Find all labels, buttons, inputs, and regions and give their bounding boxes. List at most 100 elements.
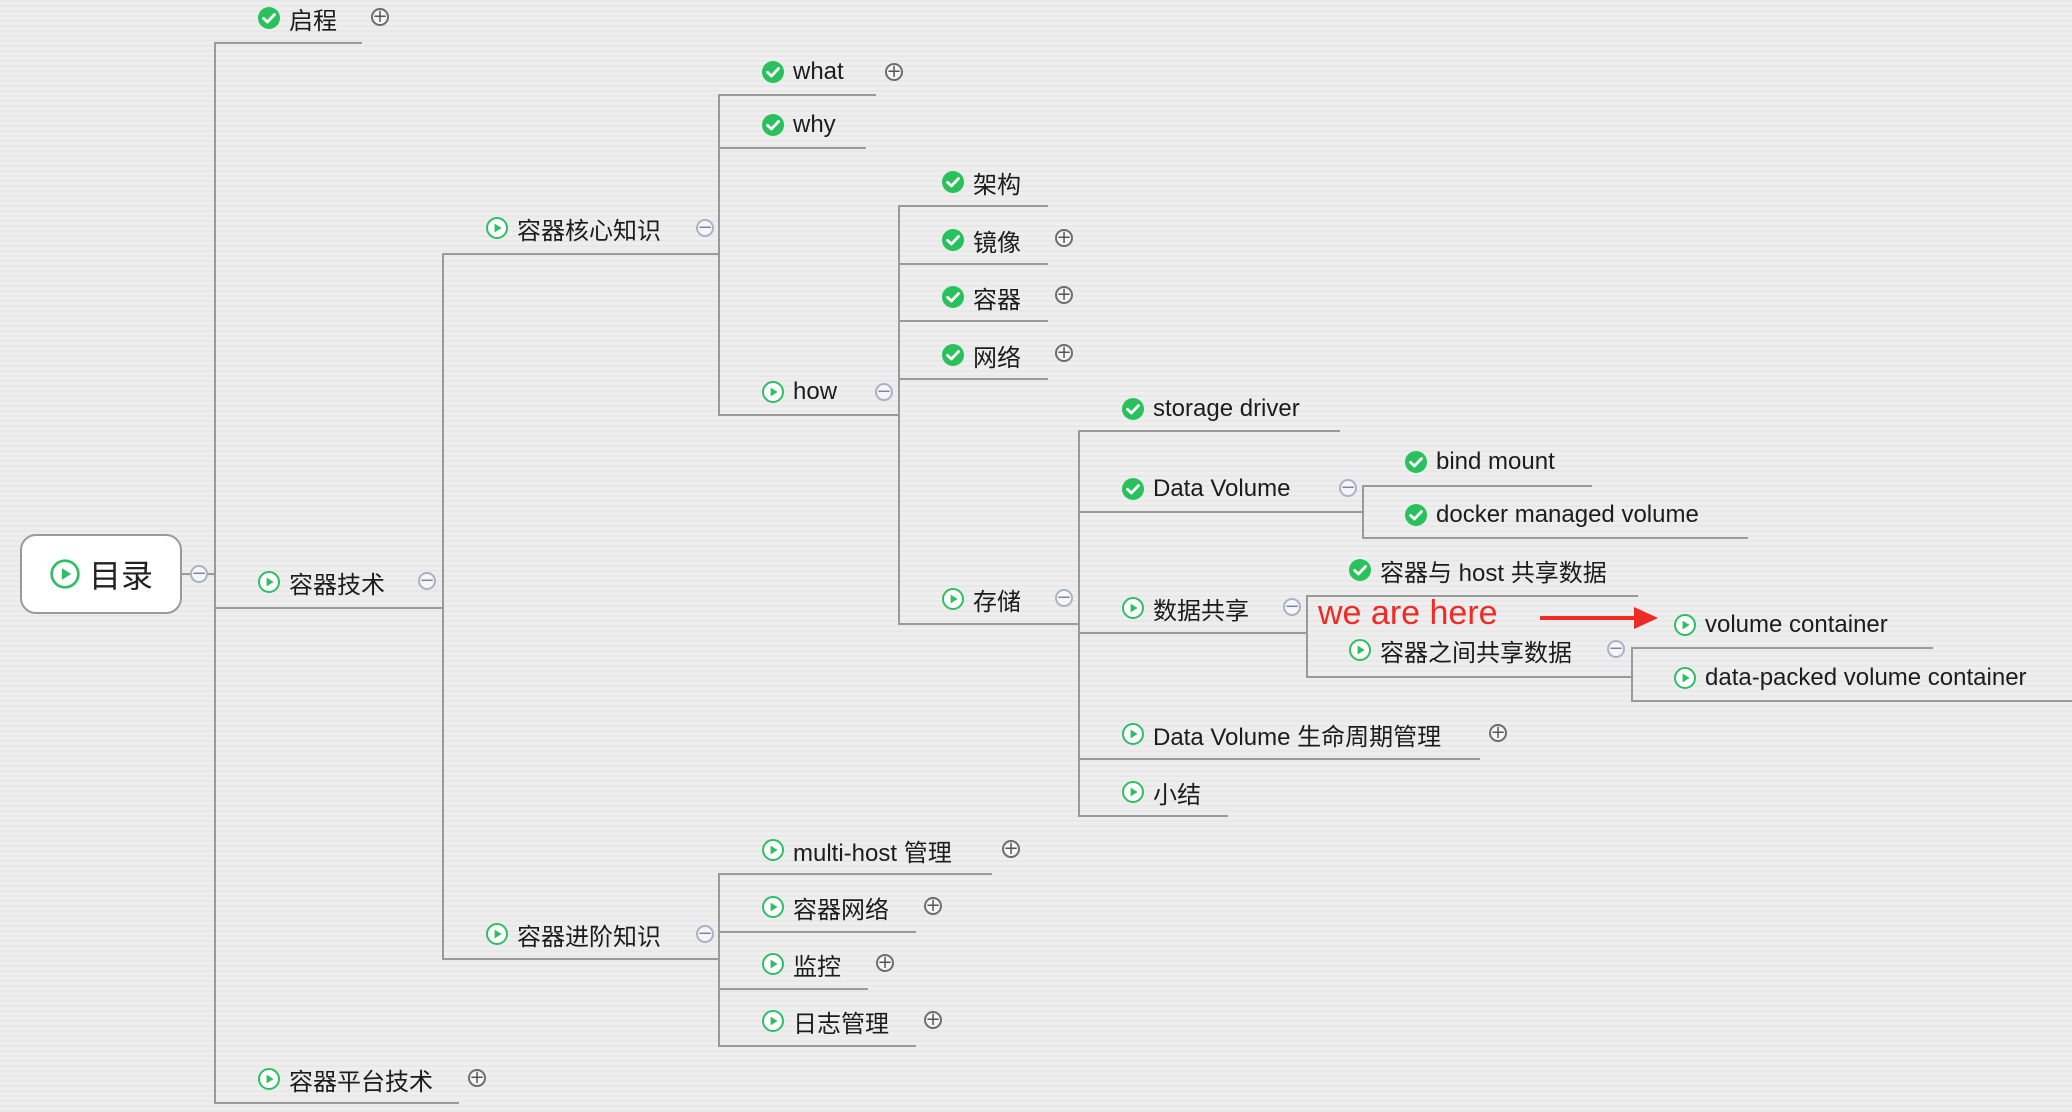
node-bind-mount[interactable]: bind mount <box>1404 442 1555 482</box>
play-circle-icon <box>1122 597 1144 619</box>
node-what[interactable]: what <box>761 52 844 92</box>
connector-line <box>898 207 900 625</box>
node-rizhi[interactable]: 日志管理 <box>761 1001 889 1041</box>
play-circle-icon <box>1674 614 1696 636</box>
connector-line <box>718 96 720 416</box>
node-label: 容器平台技术 <box>289 1068 433 1096</box>
collapse-toggle[interactable]: − <box>190 565 208 583</box>
node-rongqi-jishu[interactable]: 容器技术 <box>257 562 385 602</box>
play-circle-icon <box>258 571 280 593</box>
expand-toggle[interactable]: + <box>1002 840 1020 858</box>
check-circle-icon <box>1405 451 1427 473</box>
collapse-toggle[interactable]: − <box>875 383 893 401</box>
connector-line <box>1631 700 2072 702</box>
node-pingtai[interactable]: 容器平台技术 <box>257 1059 433 1099</box>
node-qicheng[interactable]: 启程 <box>257 0 337 38</box>
play-circle-icon <box>942 588 964 610</box>
expand-toggle[interactable]: + <box>1055 286 1073 304</box>
expand-toggle[interactable]: + <box>1489 724 1507 742</box>
expand-toggle[interactable]: + <box>468 1069 486 1087</box>
node-label: Data Volume <box>1153 475 1291 502</box>
node-multi-host[interactable]: multi-host 管理 <box>761 830 952 870</box>
node-jiankong[interactable]: 监控 <box>761 944 841 984</box>
node-label: 容器技术 <box>289 571 385 599</box>
node-jingxiang[interactable]: 镜像 <box>941 220 1021 260</box>
collapse-toggle[interactable]: − <box>418 572 436 590</box>
play-circle-icon <box>762 953 784 975</box>
expand-toggle[interactable]: + <box>885 63 903 81</box>
node-rongqi-host[interactable]: 容器与 host 共享数据 <box>1348 550 1607 590</box>
root-label: 目录 <box>88 558 153 594</box>
connector-line <box>898 623 1078 625</box>
play-circle-icon <box>762 1010 784 1032</box>
minus-circle-icon: − <box>697 923 713 944</box>
node-label: 容器之间共享数据 <box>1380 639 1572 667</box>
connector-line <box>718 875 720 1047</box>
node-cunchu[interactable]: 存储 <box>941 579 1021 619</box>
plus-circle-icon: + <box>925 1009 941 1030</box>
expand-toggle[interactable]: + <box>1055 229 1073 247</box>
node-wangluo[interactable]: 网络 <box>941 335 1021 375</box>
connector-line <box>442 958 718 960</box>
minus-circle-icon: − <box>1608 638 1624 659</box>
node-storage-driver[interactable]: storage driver <box>1121 389 1300 429</box>
connector-line <box>718 873 992 875</box>
connector-line <box>214 44 216 1104</box>
check-circle-icon <box>942 286 964 308</box>
play-circle-icon <box>486 217 508 239</box>
node-jinjie-zhishi[interactable]: 容器进阶知识 <box>485 914 661 954</box>
collapse-toggle[interactable]: − <box>696 219 714 237</box>
node-label: 容器核心知识 <box>517 217 661 245</box>
expand-toggle[interactable]: + <box>924 1011 942 1029</box>
connector-line <box>898 263 1048 265</box>
node-label: 存储 <box>973 588 1021 616</box>
collapse-toggle[interactable]: − <box>1607 640 1625 658</box>
plus-circle-icon: + <box>469 1067 485 1088</box>
node-rongqi[interactable]: 容器 <box>941 277 1021 317</box>
connector-line <box>1362 485 1592 487</box>
node-why[interactable]: why <box>761 105 836 145</box>
node-rongqi-wangluo[interactable]: 容器网络 <box>761 887 889 927</box>
node-label: storage driver <box>1153 395 1300 422</box>
connector-line <box>1078 511 1362 513</box>
play-circle-icon <box>50 559 80 589</box>
play-circle-icon <box>486 923 508 945</box>
play-circle-icon <box>762 381 784 403</box>
node-how[interactable]: how <box>761 372 837 412</box>
connector-line <box>442 253 718 255</box>
node-xiaojie[interactable]: 小结 <box>1121 772 1201 812</box>
collapse-toggle[interactable]: − <box>1055 589 1073 607</box>
plus-circle-icon: + <box>877 952 893 973</box>
check-circle-icon <box>1122 398 1144 420</box>
arrow-shape <box>1540 607 1658 629</box>
plus-circle-icon: + <box>1056 227 1072 248</box>
node-shuju-gongxiang[interactable]: 数据共享 <box>1121 588 1249 628</box>
check-circle-icon <box>942 171 964 193</box>
node-label: data-packed volume container <box>1705 664 2027 691</box>
node-label: 架构 <box>973 171 1021 199</box>
expand-toggle[interactable]: + <box>876 954 894 972</box>
connector-line <box>1362 487 1364 539</box>
connector-line <box>214 607 442 609</box>
collapse-toggle[interactable]: − <box>1283 598 1301 616</box>
root-node[interactable]: 目录 <box>20 534 182 614</box>
node-dv-lifecycle[interactable]: Data Volume 生命周期管理 <box>1121 714 1441 754</box>
collapse-toggle[interactable]: − <box>1339 479 1357 497</box>
node-docker-managed-volume[interactable]: docker managed volume <box>1404 495 1699 535</box>
check-circle-icon <box>762 61 784 83</box>
node-jiagou[interactable]: 架构 <box>941 162 1021 202</box>
node-data-volume[interactable]: Data Volume <box>1121 469 1290 509</box>
expand-toggle[interactable]: + <box>371 8 389 26</box>
connector-line <box>718 988 868 990</box>
expand-toggle[interactable]: + <box>1055 344 1073 362</box>
node-volume-container[interactable]: volume container <box>1673 605 1888 645</box>
node-label: why <box>793 111 836 138</box>
node-data-packed[interactable]: data-packed volume container <box>1673 658 2027 698</box>
node-label: 小结 <box>1153 781 1201 809</box>
check-circle-icon <box>258 7 280 29</box>
node-rongqi-zhijian[interactable]: 容器之间共享数据 <box>1348 630 1572 670</box>
node-hexin-zhishi[interactable]: 容器核心知识 <box>485 208 661 248</box>
expand-toggle[interactable]: + <box>924 897 942 915</box>
collapse-toggle[interactable]: − <box>696 925 714 943</box>
